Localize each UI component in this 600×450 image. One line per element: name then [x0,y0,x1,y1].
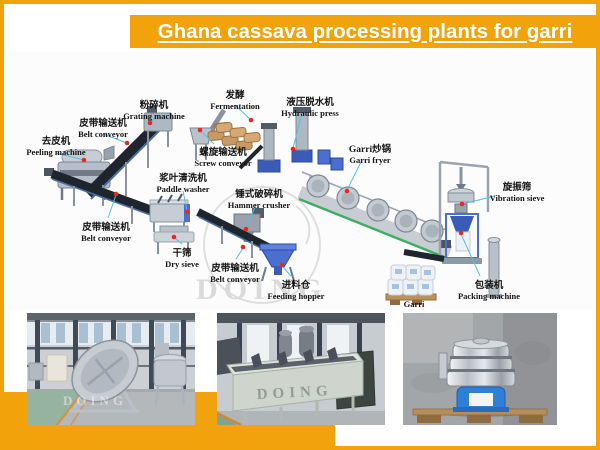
belt-conveyor-2-illustration [44,168,158,224]
label-en: Dry sieve [165,259,199,269]
label-cn: 粉碎机 [139,101,169,111]
label-en: Garri fryer [349,155,391,165]
label-en: Paddle washer [156,184,210,194]
photo-garri-fryer-workshop: DOING [27,313,195,425]
trough-machine [226,347,364,423]
label-cn: 锤式破碎机 [235,190,283,200]
garri-fryer-line-illustration [297,171,453,261]
label-belt-conveyor-2: 皮带输送机 Belt conveyor [81,219,131,243]
feeding-hopper-illustration [259,243,297,282]
label-dry-sieve: 干筛 Dry sieve [165,245,199,269]
label-cn: 进料仓 [281,281,311,291]
svg-text:DOING: DOING [256,383,333,403]
doing-watermark: DOING [196,186,328,306]
photo-garri-fryer-scene: DOING [27,313,195,425]
label-cn: 包装机 [474,281,504,291]
label-cn: 发酵 [225,91,245,101]
label-en: Belt conveyor [78,129,128,139]
label-en: Screw conveyor [194,158,252,168]
photo-paddle-washer-workshop: DOING [217,313,385,425]
label-cn: 螺旋输送机 [199,148,247,158]
label-en: Belt conveyor [210,274,260,284]
svg-text:DOING: DOING [196,273,328,306]
label-en: Feeding hopper [267,291,325,301]
label-en: Belt conveyor [81,233,131,243]
label-belt-conveyor-1: 皮带输送机 Belt conveyor [78,115,128,139]
label-cn: 干筛 [172,249,192,259]
title-banner: Ghana cassava processing plants for garr… [130,15,600,48]
label-cn: 皮带输送机 [82,223,130,233]
label-hydraulic-press: 液压脱水机 Hydraulic press [281,94,339,118]
label-en: Hammer crusher [227,200,291,210]
svg-text:DOING: DOING [63,393,127,408]
label-en: Garri [403,299,425,309]
label-peeling-machine: 去皮机 Peeling machine [26,133,85,157]
label-cn: 液压脱水机 [286,98,334,108]
label-garri-sacks: Garri [404,299,425,309]
label-en: Vibration sieve [489,193,545,203]
label-hammer-crusher: 锤式破碎机 Hammer crusher [228,186,290,210]
label-cn: 浆叶清洗机 [159,174,207,184]
photo-paddle-washer-scene: DOING [217,313,385,425]
label-grating-machine: 粉碎机 Grating machine [123,97,185,121]
label-en: Hydraulic press [281,108,339,118]
label-en: Packing machine [457,291,521,301]
label-en: Peeling machine [26,147,86,157]
label-screw-conveyor: 螺旋输送机 Screw conveyor [194,144,251,168]
label-cn: Garri炒锅 [348,145,392,155]
label-belt-conveyor-3: 皮带输送机 Belt conveyor [210,260,260,284]
label-cn: 皮带输送机 [211,264,259,274]
label-vibration-sieve: 旋振筛 Vibration sieve [490,179,545,203]
photo-vibration-sieve [403,313,557,425]
label-leader-lines [55,104,496,277]
label-cn: 皮带输送机 [79,119,127,129]
sieving-packing-illustration [403,160,502,298]
label-fermentation: 发酵 Fermentation [210,87,260,111]
label-garri-fryer: Garri炒锅 Garri fryer [349,141,391,165]
page-title: Ghana cassava processing plants for garr… [157,19,573,43]
garri-sacks-illustration [385,264,437,305]
photo-vibration-sieve-scene [403,313,557,425]
hydraulic-press-illustration [238,107,344,173]
label-en: Grating machine [123,111,185,121]
red-marker-dots [81,117,465,268]
label-packing-machine: 包装机 Packing machine [458,277,520,301]
label-en: Fermentation [210,101,260,111]
vibration-sieve-machine [438,337,516,412]
label-cn: 去皮机 [41,137,71,147]
label-cn: 旋振筛 [502,183,532,193]
grating-machine-illustration [143,106,173,147]
tilted-fryer-pan [69,339,139,413]
label-feeding-hopper: 进料仓 Feeding hopper [268,277,325,301]
fermentation-bags-illustration [207,121,261,152]
screw-conveyor-illustration [189,108,227,160]
label-paddle-washer: 浆叶清洗机 Paddle washer [156,170,209,194]
